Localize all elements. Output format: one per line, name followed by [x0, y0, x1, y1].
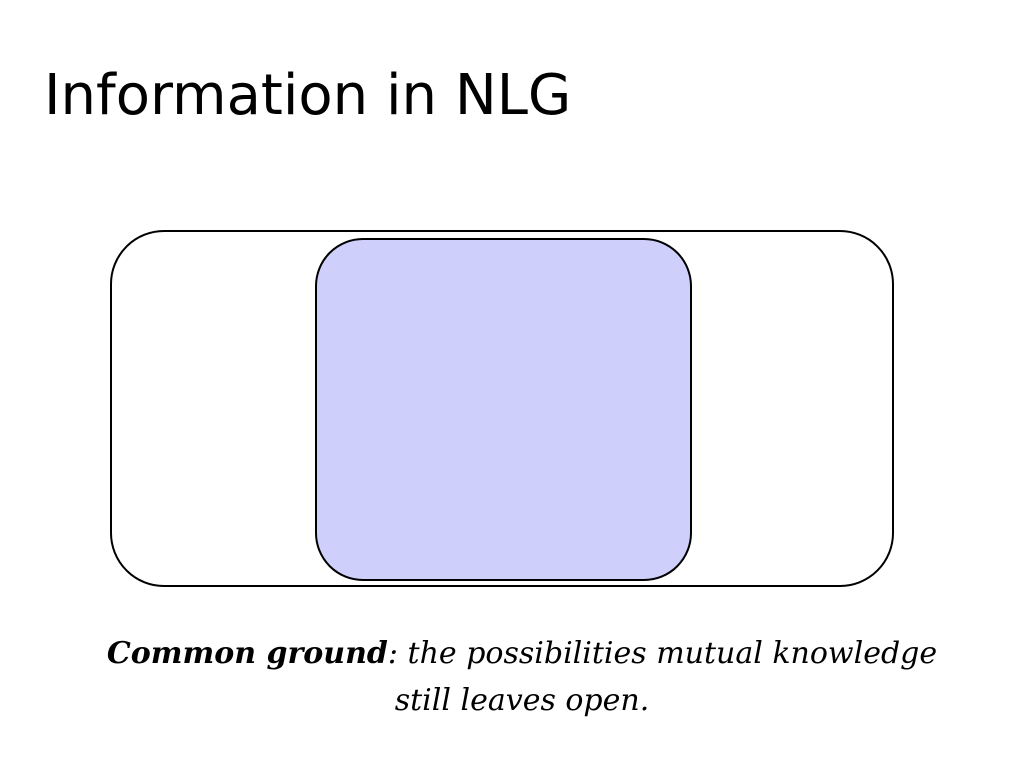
caption-line2: still leaves open. — [394, 683, 650, 718]
caption-term: Common ground — [106, 636, 388, 671]
caption: Common ground: the possibilities mutual … — [60, 630, 984, 724]
caption-line1: the possibilities mutual knowledge — [398, 636, 938, 671]
slide-title: Information in NLG — [44, 63, 572, 128]
caption-separator: : — [387, 636, 399, 671]
common-ground-region-box — [315, 238, 692, 581]
